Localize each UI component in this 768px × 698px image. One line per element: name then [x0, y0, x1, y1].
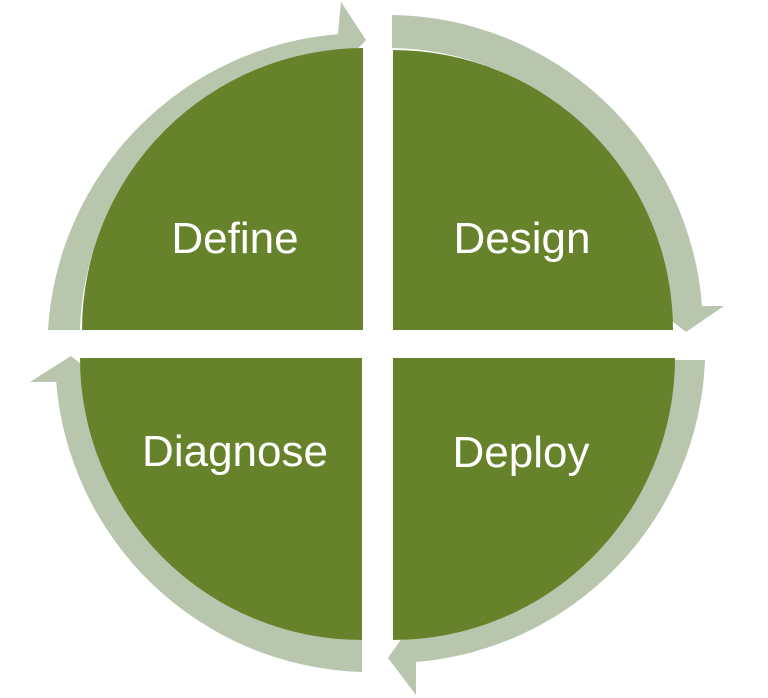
stage-label-design: Design [454, 214, 591, 263]
stage-label-deploy: Deploy [453, 428, 590, 477]
stage-label-define: Define [171, 214, 298, 263]
arrow-band-design [392, 15, 702, 306]
stage-labels: Define Design Deploy Diagnose [142, 214, 590, 477]
segment-deploy [393, 358, 675, 640]
segment-diagnose [80, 358, 362, 640]
stage-label-diagnose: Diagnose [142, 427, 328, 476]
segment-design [393, 50, 673, 330]
cycle-arrows [30, 2, 724, 695]
arrow-band-define [48, 34, 340, 330]
cycle-segments [80, 48, 675, 640]
segment-define [82, 48, 363, 330]
